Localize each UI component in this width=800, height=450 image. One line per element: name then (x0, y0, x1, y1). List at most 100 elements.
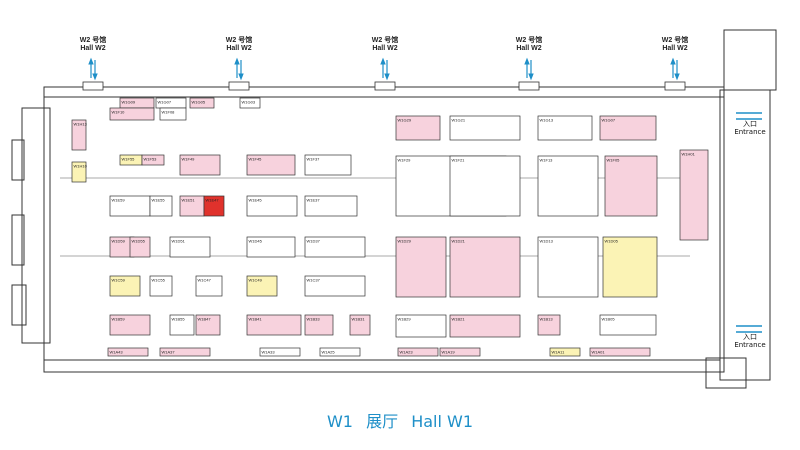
booth-w1b13[interactable]: W1B13 (537, 314, 561, 336)
booth-w1b47[interactable]: W1B47 (195, 314, 221, 336)
booth-rect[interactable] (179, 154, 221, 176)
booth-rect[interactable] (159, 107, 187, 121)
booth-rect[interactable] (397, 347, 439, 357)
booth-rect[interactable] (537, 236, 599, 298)
booth-w1b31[interactable]: W1B31 (349, 314, 371, 336)
booth-w1f10[interactable]: W1F10 (109, 107, 155, 121)
booth-rect[interactable] (169, 236, 211, 258)
booth-rect[interactable] (602, 236, 658, 298)
booth-w1d55[interactable]: W1D55 (129, 236, 151, 258)
booth-rect[interactable] (246, 236, 296, 258)
booth-w1f49[interactable]: W1F49 (179, 154, 221, 176)
booth-w1d51[interactable]: W1D51 (169, 236, 211, 258)
booth-rect[interactable] (203, 195, 225, 217)
booth-rect[interactable] (349, 314, 371, 336)
booth-w1h13[interactable]: W1H13 (71, 119, 88, 151)
booth-rect[interactable] (141, 154, 165, 166)
booth-rect[interactable] (239, 97, 261, 109)
booth-w1f21[interactable]: W1F21 (449, 155, 521, 217)
booth-rect[interactable] (679, 149, 709, 241)
booth-w1a01[interactable]: W1A01 (589, 347, 651, 357)
booth-rect[interactable] (71, 119, 87, 151)
booth-w1f37[interactable]: W1F37 (304, 154, 352, 176)
booth-w1b21[interactable]: W1B21 (449, 314, 521, 338)
booth-rect[interactable] (395, 115, 441, 141)
booth-rect[interactable] (537, 115, 593, 141)
booth-w1f08[interactable]: W1F08 (159, 107, 187, 121)
booth-rect[interactable] (109, 275, 141, 297)
booth-w1e55[interactable]: W1E55 (149, 195, 173, 217)
booth-rect[interactable] (449, 115, 521, 141)
booth-rect[interactable] (604, 155, 658, 217)
booth-w1b55[interactable]: W1B55 (169, 314, 195, 336)
booth-rect[interactable] (304, 236, 366, 258)
booth-w1b29[interactable]: W1B29 (395, 314, 447, 338)
booth-w1g13[interactable]: W1G13 (537, 115, 593, 141)
booth-rect[interactable] (246, 154, 296, 176)
booth-w1d13[interactable]: W1D13 (537, 236, 599, 298)
booth-w1f53[interactable]: W1F53 (141, 154, 165, 166)
booth-rect[interactable] (149, 275, 173, 297)
booth-w1e45[interactable]: W1E45 (246, 195, 298, 217)
booth-w1c59[interactable]: W1C59 (109, 275, 141, 297)
booth-w1d37[interactable]: W1D37 (304, 236, 366, 258)
booth-w1e47[interactable]: W1E47 (203, 195, 225, 217)
booth-w1d21[interactable]: W1D21 (449, 236, 521, 298)
booth-rect[interactable] (189, 97, 215, 109)
booth-rect[interactable] (304, 314, 334, 336)
booth-rect[interactable] (395, 236, 447, 298)
booth-rect[interactable] (449, 155, 521, 217)
entrance-south[interactable]: 入口 Entrance (727, 333, 773, 349)
entrance-north[interactable]: 入口 Entrance (727, 120, 773, 136)
booth-w1a37[interactable]: W1A37 (159, 347, 211, 357)
booth-rect[interactable] (304, 154, 352, 176)
booth-rect[interactable] (599, 115, 657, 141)
booth-w1h10[interactable]: W1H10 (71, 161, 88, 183)
booth-rect[interactable] (169, 314, 195, 336)
booth-rect[interactable] (149, 195, 173, 217)
booth-w1b41[interactable]: W1B41 (246, 314, 302, 336)
booth-w1g21[interactable]: W1G21 (449, 115, 521, 141)
booth-w1b05[interactable]: W1B05 (599, 314, 657, 336)
booth-rect[interactable] (259, 347, 301, 357)
booth-w1c49[interactable]: W1C49 (246, 275, 278, 297)
booth-w1g07[interactable]: W1G07 (155, 97, 187, 109)
booth-rect[interactable] (246, 275, 278, 297)
booth-rect[interactable] (537, 155, 599, 217)
booth-w1g03[interactable]: W1G03 (239, 97, 261, 109)
booth-w1d29[interactable]: W1D29 (395, 236, 447, 298)
booth-rect[interactable] (549, 347, 581, 357)
booth-w1g29[interactable]: W1G29 (395, 115, 441, 141)
booth-w1a23[interactable]: W1A23 (397, 347, 439, 357)
booth-rect[interactable] (246, 314, 302, 336)
booth-w1b59[interactable]: W1B59 (109, 314, 151, 336)
booth-w1f13[interactable]: W1F13 (537, 155, 599, 217)
booth-w1e59[interactable]: W1E59 (109, 195, 151, 217)
booth-rect[interactable] (589, 347, 651, 357)
booth-w1a25[interactable]: W1A25 (319, 347, 361, 357)
booth-w1g09[interactable]: W1G09 (119, 97, 155, 109)
booth-rect[interactable] (395, 314, 447, 338)
booth-rect[interactable] (246, 195, 298, 217)
booth-rect[interactable] (319, 347, 361, 357)
booth-w1f05[interactable]: W1F05 (604, 155, 658, 217)
booth-w1b33[interactable]: W1B33 (304, 314, 334, 336)
booth-rect[interactable] (195, 275, 223, 297)
booth-w1a43[interactable]: W1A43 (107, 347, 149, 357)
booth-w1g05[interactable]: W1G05 (189, 97, 215, 109)
booth-w1a11[interactable]: W1A11 (549, 347, 581, 357)
booth-w1a33[interactable]: W1A33 (259, 347, 301, 357)
booth-rect[interactable] (159, 347, 211, 357)
booth-w1c55[interactable]: W1C55 (149, 275, 173, 297)
booth-rect[interactable] (109, 314, 151, 336)
booth-rect[interactable] (304, 195, 358, 217)
booth-w1e51[interactable]: W1E51 (179, 195, 205, 217)
booth-rect[interactable] (195, 314, 221, 336)
booth-rect[interactable] (129, 236, 151, 258)
booth-rect[interactable] (304, 275, 366, 297)
booth-rect[interactable] (107, 347, 149, 357)
booth-rect[interactable] (439, 347, 481, 357)
booth-rect[interactable] (449, 314, 521, 338)
booth-w1f45[interactable]: W1F45 (246, 154, 296, 176)
booth-rect[interactable] (599, 314, 657, 336)
